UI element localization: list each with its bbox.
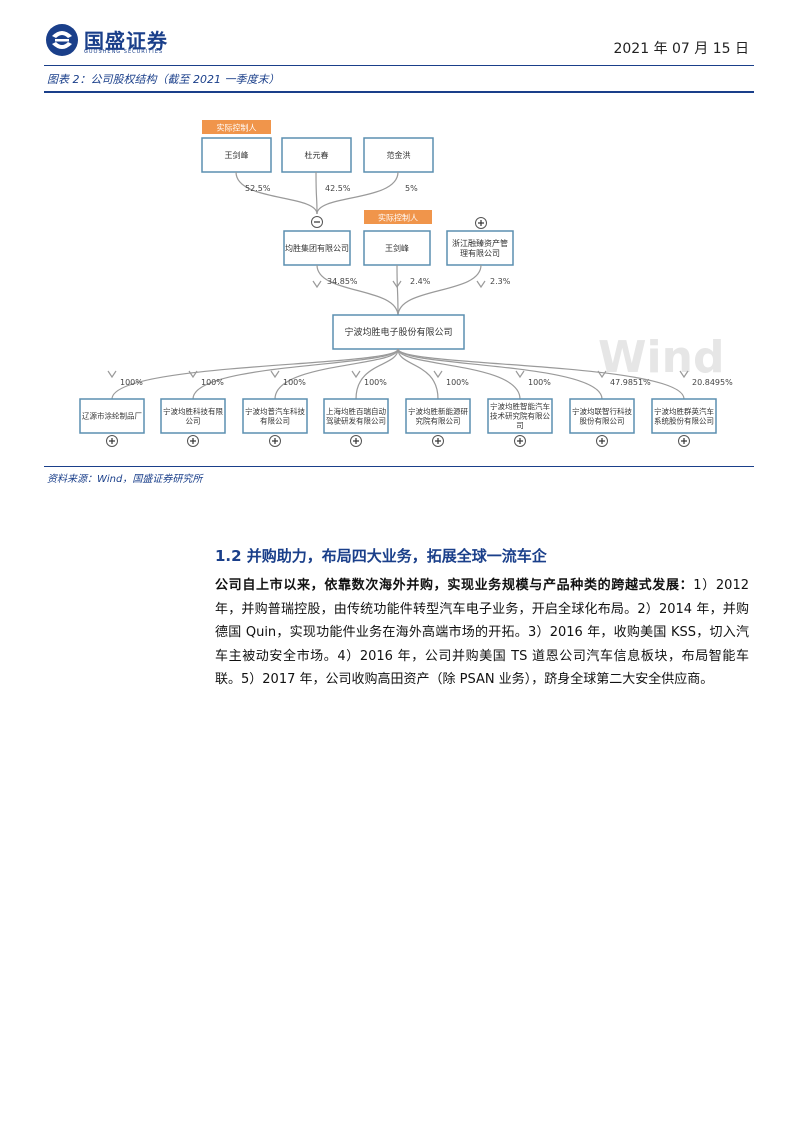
report-date: 2021 年 07 月 15 日 bbox=[613, 41, 749, 57]
arrow-mid-0 bbox=[312, 280, 322, 289]
sub-link-4 bbox=[397, 348, 439, 400]
subsidiary-box-3-label: 驾驶研发有限公司 bbox=[326, 415, 386, 425]
sub-link-3 bbox=[355, 348, 399, 400]
mid-pct-0: 34.85% bbox=[327, 277, 358, 286]
section-heading: 1.2 并购助力，布局四大业务，拓展全球一流车企 bbox=[215, 547, 547, 565]
watermark: Wind bbox=[598, 332, 724, 383]
top-holder-box-1-label: 杜元春 bbox=[305, 150, 329, 160]
top-holder-box-2 bbox=[363, 137, 434, 173]
sub-link-1 bbox=[192, 348, 399, 400]
top-pct-1: 42.5% bbox=[325, 184, 351, 193]
subsidiary-box-7 bbox=[651, 398, 717, 434]
sub-pct-1: 100% bbox=[201, 378, 224, 387]
mid-link-1 bbox=[396, 264, 399, 317]
sub-link-6 bbox=[397, 348, 603, 400]
sub-arrow-2 bbox=[270, 370, 280, 379]
sub-arrow-7 bbox=[679, 370, 689, 379]
controller-tag-mid-text: 实际控制人 bbox=[378, 213, 418, 223]
subsidiary-box-1-label: 公司 bbox=[186, 416, 201, 425]
brand-subtitle: GUOSHENG SECURITIES bbox=[84, 49, 164, 55]
mid-holder-box-0-label: 均胜集团有限公司 bbox=[285, 243, 349, 253]
sub-pct-4: 100% bbox=[446, 378, 469, 387]
sub-arrow-5 bbox=[515, 370, 525, 379]
sub-arrow-1 bbox=[188, 370, 198, 379]
mid-link-2 bbox=[397, 264, 482, 317]
top-link-2 bbox=[316, 171, 399, 215]
subsidiary-box-7-label: 系统股份有限公司 bbox=[654, 415, 714, 425]
paragraph-lead: 公司自上市以来，依靠数次海外并购，实现业务规模与产品种类的跨越式发展： bbox=[215, 578, 694, 593]
subsidiary-box-3 bbox=[323, 398, 389, 434]
subsidiary-box-4 bbox=[405, 398, 471, 434]
subsidiary-box-2-label: 有限公司 bbox=[260, 415, 290, 425]
paragraph-body: 1）2012 年，并购普瑞控股，由传统功能件转型汽车电子业务，开启全球化布局。2… bbox=[215, 578, 749, 687]
section-paragraph: 公司自上市以来，依靠数次海外并购，实现业务规模与产品种类的跨越式发展：1）201… bbox=[215, 574, 749, 692]
company-box-label: 宁波均胜电子股份有限公司 bbox=[344, 326, 452, 338]
controller-tag-top-text: 实际控制人 bbox=[217, 123, 257, 133]
mid-holder-box-2 bbox=[446, 230, 514, 266]
sub-link-0 bbox=[111, 348, 399, 400]
brand-logo-icon bbox=[46, 24, 78, 56]
top-holder-box-2-label: 范金洪 bbox=[387, 150, 411, 160]
mid-holder-box-2-label: 浙江融臻资产管 bbox=[452, 238, 508, 248]
subsidiary-box-1-label: 宁波均胜科技有限 bbox=[163, 406, 223, 416]
subsidiary-box-5-label: 宁波均胜智能汽车 bbox=[490, 401, 550, 411]
subsidiary-box-0-label: 辽源市涂纶制品厂 bbox=[82, 411, 142, 421]
controller-tag-mid bbox=[364, 210, 432, 224]
mid-link-0 bbox=[316, 264, 399, 317]
sub-link-2 bbox=[274, 348, 399, 400]
subsidiary-box-0 bbox=[79, 398, 145, 434]
arrow-mid-2 bbox=[476, 280, 486, 289]
subsidiary-box-2 bbox=[242, 398, 308, 434]
top-pct-2: 5% bbox=[405, 184, 418, 193]
sub-pct-2: 100% bbox=[283, 378, 306, 387]
figure-top-rule bbox=[44, 91, 754, 93]
sub-pct-6: 47.9851% bbox=[610, 378, 651, 387]
sub-arrow-4 bbox=[433, 370, 443, 379]
top-link-0 bbox=[235, 171, 318, 215]
mid-pct-1: 2.4% bbox=[410, 277, 431, 286]
brand-name: 国盛证券 bbox=[84, 29, 168, 53]
figure-source: 资料来源：Wind，国盛证券研究所 bbox=[47, 474, 203, 485]
subsidiary-box-3-label: 上海均胜百瑞自动 bbox=[326, 406, 386, 416]
sub-arrow-3 bbox=[351, 370, 361, 379]
top-holder-box-0-label: 王剑峰 bbox=[225, 150, 249, 160]
sub-pct-7: 20.8495% bbox=[692, 378, 733, 387]
subsidiary-box-6 bbox=[569, 398, 635, 434]
figure-bottom-rule bbox=[44, 466, 754, 467]
top-holder-box-0 bbox=[201, 137, 272, 173]
top-pct-0: 52.5% bbox=[245, 184, 271, 193]
subsidiary-box-1 bbox=[160, 398, 226, 434]
mid-holder-box-2-label: 理有限公司 bbox=[460, 248, 500, 258]
subsidiary-box-5-label: 司 bbox=[516, 421, 524, 430]
subsidiary-box-5 bbox=[487, 398, 553, 434]
sub-pct-3: 100% bbox=[364, 378, 387, 387]
subsidiary-box-5-label: 技术研究院有限公 bbox=[490, 411, 550, 421]
ownership-chart: Wind实际控制人王剑峰杜元春范金洪52.5%42.5%5%实际控制人均胜集团有… bbox=[79, 120, 733, 447]
sub-arrow-0 bbox=[107, 370, 117, 379]
sub-pct-0: 100% bbox=[120, 378, 143, 387]
figure-title: 图表 2：公司股权结构（截至 2021 一季度末） bbox=[47, 73, 280, 86]
mid-holder-box-1-label: 王剑峰 bbox=[385, 243, 409, 253]
mid-pct-2: 2.3% bbox=[490, 277, 511, 286]
top-holder-box-1 bbox=[281, 137, 352, 173]
sub-link-5 bbox=[397, 348, 521, 400]
subsidiary-box-4-label: 宁波均胜新能源研 bbox=[408, 406, 468, 416]
subsidiary-box-6-label: 股份有限公司 bbox=[580, 415, 625, 425]
sub-pct-5: 100% bbox=[528, 378, 551, 387]
company-box bbox=[332, 314, 465, 350]
subsidiary-box-2-label: 宁波均普汽车科技 bbox=[245, 406, 305, 416]
controller-tag-top bbox=[202, 120, 271, 134]
subsidiary-box-4-label: 究院有限公司 bbox=[416, 415, 461, 425]
arrow-mid-1 bbox=[392, 280, 402, 289]
mid-holder-box-1 bbox=[363, 230, 431, 266]
subsidiary-box-7-label: 宁波均胜群英汽车 bbox=[654, 406, 714, 416]
header-rule bbox=[44, 65, 754, 66]
top-link-1 bbox=[315, 171, 318, 215]
subsidiary-box-6-label: 宁波均联智行科技 bbox=[572, 406, 632, 416]
sub-link-7 bbox=[397, 348, 685, 400]
